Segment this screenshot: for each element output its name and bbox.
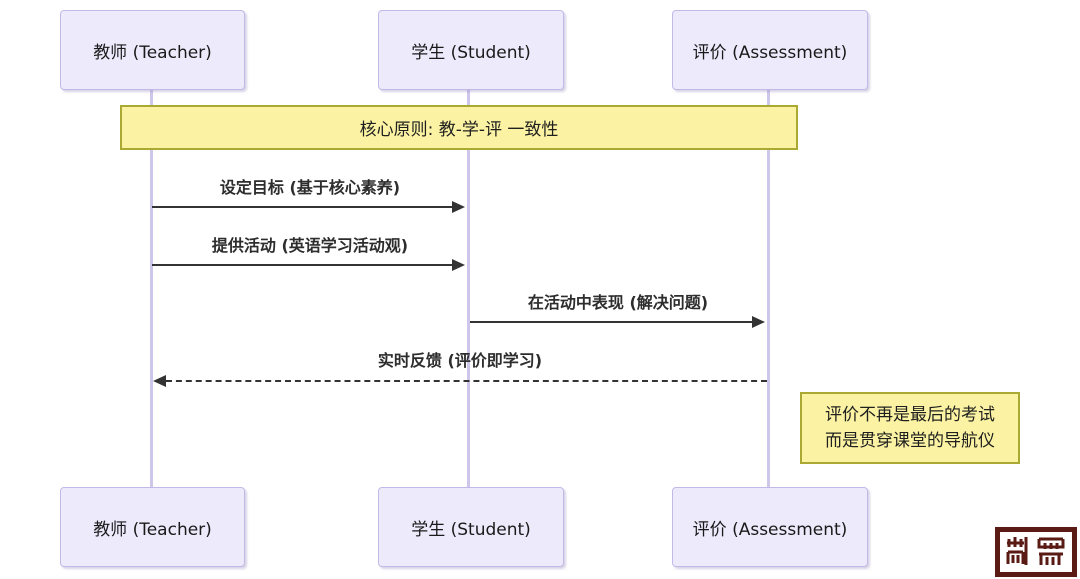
message-2-arrowhead-icon: [452, 259, 465, 271]
message-3-line: [470, 321, 753, 323]
lifeline-teacher: [150, 90, 153, 487]
actor-bottom-student: 学生 (Student): [378, 487, 564, 567]
actor-bottom-student-label: 学生 (Student): [411, 519, 531, 540]
actor-top-assessment-label: 评价 (Assessment): [692, 42, 848, 63]
actor-bottom-assessment: 评价 (Assessment): [672, 487, 868, 567]
lifeline-assessment: [767, 90, 770, 487]
message-1-line: [152, 206, 453, 208]
message-2-label: 提供活动 (英语学习活动观): [211, 236, 409, 255]
side-note: 评价不再是最后的考试 而是贯穿课堂的导航仪: [800, 392, 1020, 464]
actor-top-teacher: 教师 (Teacher): [60, 10, 245, 90]
actor-top-teacher-label: 教师 (Teacher): [93, 42, 212, 63]
actor-bottom-teacher: 教师 (Teacher): [60, 487, 245, 567]
message-1-label: 设定目标 (基于核心素养): [219, 178, 401, 197]
message-3-arrowhead-icon: [752, 316, 765, 328]
message-1-arrowhead-icon: [452, 201, 465, 213]
side-note-line1: 评价不再是最后的考试: [825, 405, 995, 425]
lifeline-student: [467, 90, 470, 487]
actor-bottom-teacher-label: 教师 (Teacher): [93, 519, 212, 540]
message-3-label: 在活动中表现 (解决问题): [527, 293, 709, 312]
message-4-arrowhead-icon: [153, 375, 166, 387]
side-note-line2: 而是贯穿课堂的导航仪: [825, 431, 995, 451]
seal-watermark-icon: [995, 527, 1077, 577]
actor-top-student-label: 学生 (Student): [411, 42, 531, 63]
banner-note-text: 核心原则: 教-学-评 一致性: [359, 120, 559, 140]
message-2-line: [152, 264, 453, 266]
message-4-line: [166, 380, 767, 382]
message-4-label: 实时反馈 (评价即学习): [377, 351, 543, 370]
actor-top-assessment: 评价 (Assessment): [672, 10, 868, 90]
actor-bottom-assessment-label: 评价 (Assessment): [692, 519, 848, 540]
banner-note: 核心原则: 教-学-评 一致性: [120, 105, 798, 150]
actor-top-student: 学生 (Student): [378, 10, 564, 90]
